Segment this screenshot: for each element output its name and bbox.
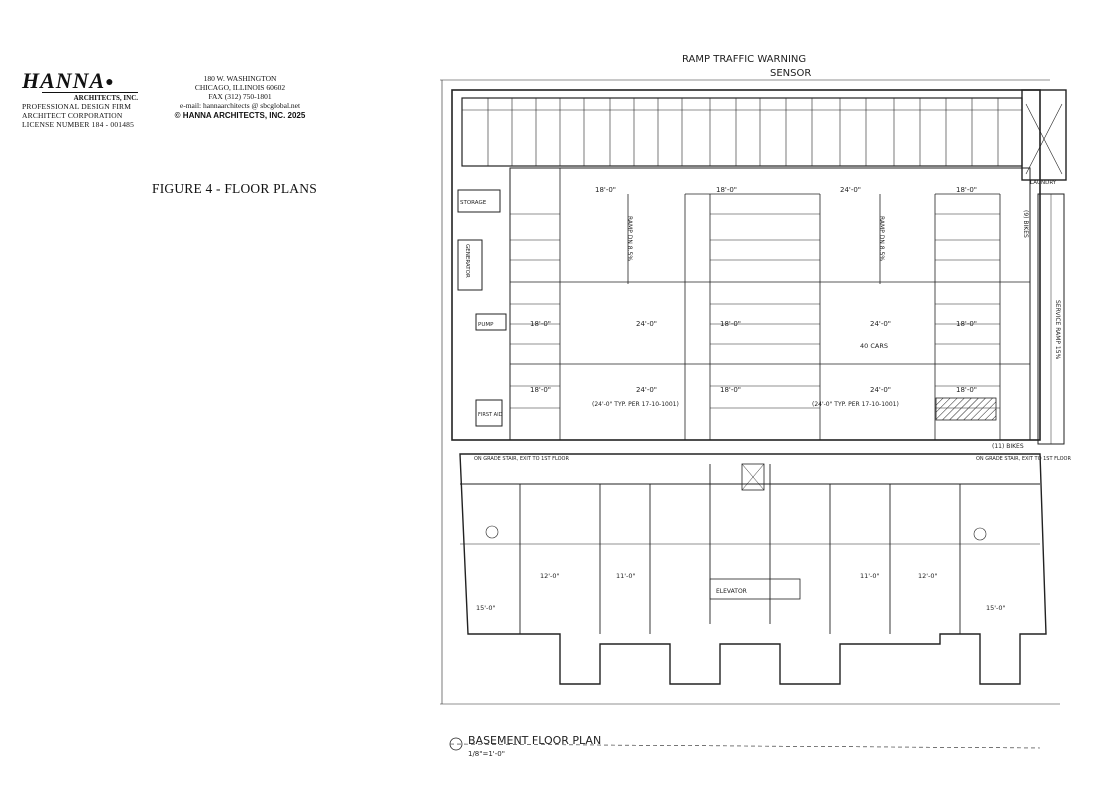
dim-bay-18-a: 18'-0" bbox=[595, 186, 616, 194]
laundry-label: LAUNDRY bbox=[1030, 180, 1057, 186]
unit-dim-e: 12'-0" bbox=[918, 572, 938, 580]
dim-bay-24-d: 24'-0" bbox=[870, 386, 891, 394]
floor-plan-drawing: RAMP TRAFFIC WARNING SENSOR 18'-0" 18'-0… bbox=[420, 44, 1080, 776]
dim-bay-18-g: 18'-0" bbox=[530, 386, 551, 394]
address-street: 180 W. WASHINGTON bbox=[203, 74, 277, 83]
unit-dim-d: 11'-0" bbox=[860, 572, 880, 580]
dim-bay-24-c: 24'-0" bbox=[636, 386, 657, 394]
unit-dim-b: 12'-0" bbox=[540, 572, 560, 580]
ramp-note-1: RAMP TRAFFIC WARNING bbox=[682, 54, 806, 65]
address-fax: FAX (312) 750-1801 bbox=[208, 92, 272, 101]
ramp-dn-left: RAMP DN 8.5% bbox=[626, 216, 633, 261]
service-ramp-label: SERVICE RAMP 15% bbox=[1054, 300, 1061, 360]
cars-note: 40 CARS bbox=[860, 342, 888, 350]
typ-note-a: (24'-0" TYP. PER 17-10-1001) bbox=[592, 401, 679, 408]
pump-label: PUMP bbox=[478, 322, 494, 328]
bikes-label: (11) BIKES bbox=[992, 443, 1024, 450]
stair-note-left: ON GRADE STAIR, EXIT TO 1ST FLOOR bbox=[474, 456, 569, 462]
dim-bay-18-c: 18'-0" bbox=[956, 186, 977, 194]
address-city: CHICAGO, ILLINOIS 60602 bbox=[194, 83, 286, 92]
plan-scale: 1/8"=1'-0" bbox=[468, 750, 505, 758]
dim-bay-18-i: 18'-0" bbox=[956, 386, 977, 394]
dim-bay-18-b: 18'-0" bbox=[716, 186, 737, 194]
firm-logo-block: HANNA● ARCHITECTS, INC. PROFESSIONAL DES… bbox=[22, 70, 152, 129]
dim-bay-18-f: 18'-0" bbox=[956, 320, 977, 328]
floor-plan-svg: RAMP TRAFFIC WARNING SENSOR 18'-0" 18'-0… bbox=[440, 54, 1071, 758]
dim-bay-18-e: 18'-0" bbox=[720, 320, 741, 328]
ramp-dn-right: RAMP DN 8.5% bbox=[878, 216, 885, 261]
dim-bay-24-b: 24'-0" bbox=[870, 320, 891, 328]
logo-subtitle: ARCHITECTS, INC. bbox=[42, 91, 138, 102]
ramp-note-2: SENSOR bbox=[770, 68, 811, 79]
unit-dim-a: 11'-0" bbox=[616, 572, 636, 580]
elevator-label: ELEVATOR bbox=[716, 588, 747, 595]
first-aid-label: FIRST AID bbox=[478, 412, 503, 418]
unit-dim-c: 15'-0" bbox=[476, 604, 496, 612]
generator-label: GENERATOR bbox=[464, 244, 470, 278]
dim-bay-24-a: 24'-0" bbox=[636, 320, 657, 328]
firm-logo: HANNA● bbox=[22, 68, 115, 93]
address-email: e-mail: hannaarchitects @ sbcglobal.net bbox=[179, 101, 301, 110]
firm-line-3: LICENSE NUMBER 184 - 001485 bbox=[22, 119, 135, 129]
dim-bay-18-d: 18'-0" bbox=[530, 320, 551, 328]
figure-title: FIGURE 4 - FLOOR PLANS bbox=[152, 181, 317, 196]
dim-bay-24-top: 24'-0" bbox=[840, 186, 861, 194]
logo-text: HANNA bbox=[22, 68, 106, 93]
plan-title: BASEMENT FLOOR PLAN bbox=[468, 734, 601, 747]
bikes-19-label: (9) BIKES bbox=[1022, 210, 1029, 238]
firm-line-2: ARCHITECT CORPORATION bbox=[22, 110, 123, 120]
firm-line-1: PROFESSIONAL DESIGN FIRM bbox=[22, 101, 132, 111]
unit-dim-f: 15'-0" bbox=[986, 604, 1006, 612]
stair-note-right: ON GRADE STAIR, EXIT TO 1ST FLOOR bbox=[976, 456, 1071, 462]
dim-bay-18-h: 18'-0" bbox=[720, 386, 741, 394]
typ-note-b: (24'-0" TYP. PER 17-10-1001) bbox=[812, 401, 899, 408]
firm-address: 180 W. WASHINGTON CHICAGO, ILLINOIS 6060… bbox=[160, 74, 320, 120]
address-copyright: © HANNA ARCHITECTS, INC. 2025 bbox=[174, 111, 306, 120]
storage-label: STORAGE bbox=[460, 200, 487, 206]
